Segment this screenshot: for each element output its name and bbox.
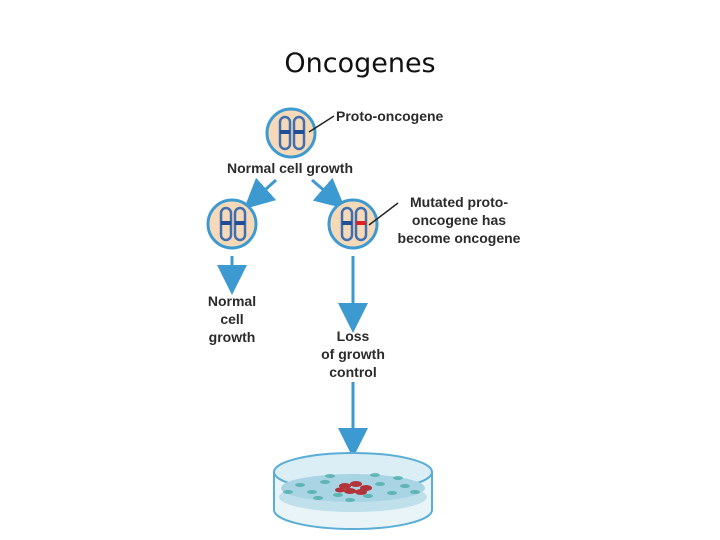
right-cell-mutated [327, 198, 379, 250]
proto-oncogene-pointer [308, 115, 335, 133]
label-normal-line-1: Normal [207, 293, 257, 309]
arrow-top-to-left [243, 177, 278, 210]
label-proto-oncogene: Proto-oncogene [336, 108, 444, 124]
label-mutated-line-3: become oncogene [397, 230, 521, 246]
cell-lawn [283, 473, 420, 502]
label-mutated-proto-oncogene: Mutated proto- oncogene has become oncog… [384, 193, 534, 247]
mutated-pointer [368, 202, 399, 226]
label-normal-cell-growth-left: Normal cell growth [192, 292, 272, 346]
arrow-top-to-right [311, 177, 346, 209]
petri-dish [273, 452, 433, 530]
label-loss-of-growth-control: Loss of growth control [303, 327, 403, 381]
slide-title: Oncogenes [284, 48, 436, 79]
label-loss-line-3: control [329, 364, 377, 380]
label-loss-line-1: Loss [336, 328, 370, 344]
label-mutated-line-1: Mutated proto- [410, 194, 508, 210]
tumor-colony [335, 481, 372, 495]
top-cell [265, 107, 317, 159]
label-loss-line-2: of growth [321, 346, 385, 362]
label-mutated-line-2: oncogene has [411, 212, 507, 228]
label-normal-line-3: growth [208, 329, 256, 345]
label-normal-line-2: cell [220, 311, 244, 327]
label-normal-cell-growth-top: Normal cell growth [227, 160, 354, 176]
left-cell [206, 198, 258, 250]
